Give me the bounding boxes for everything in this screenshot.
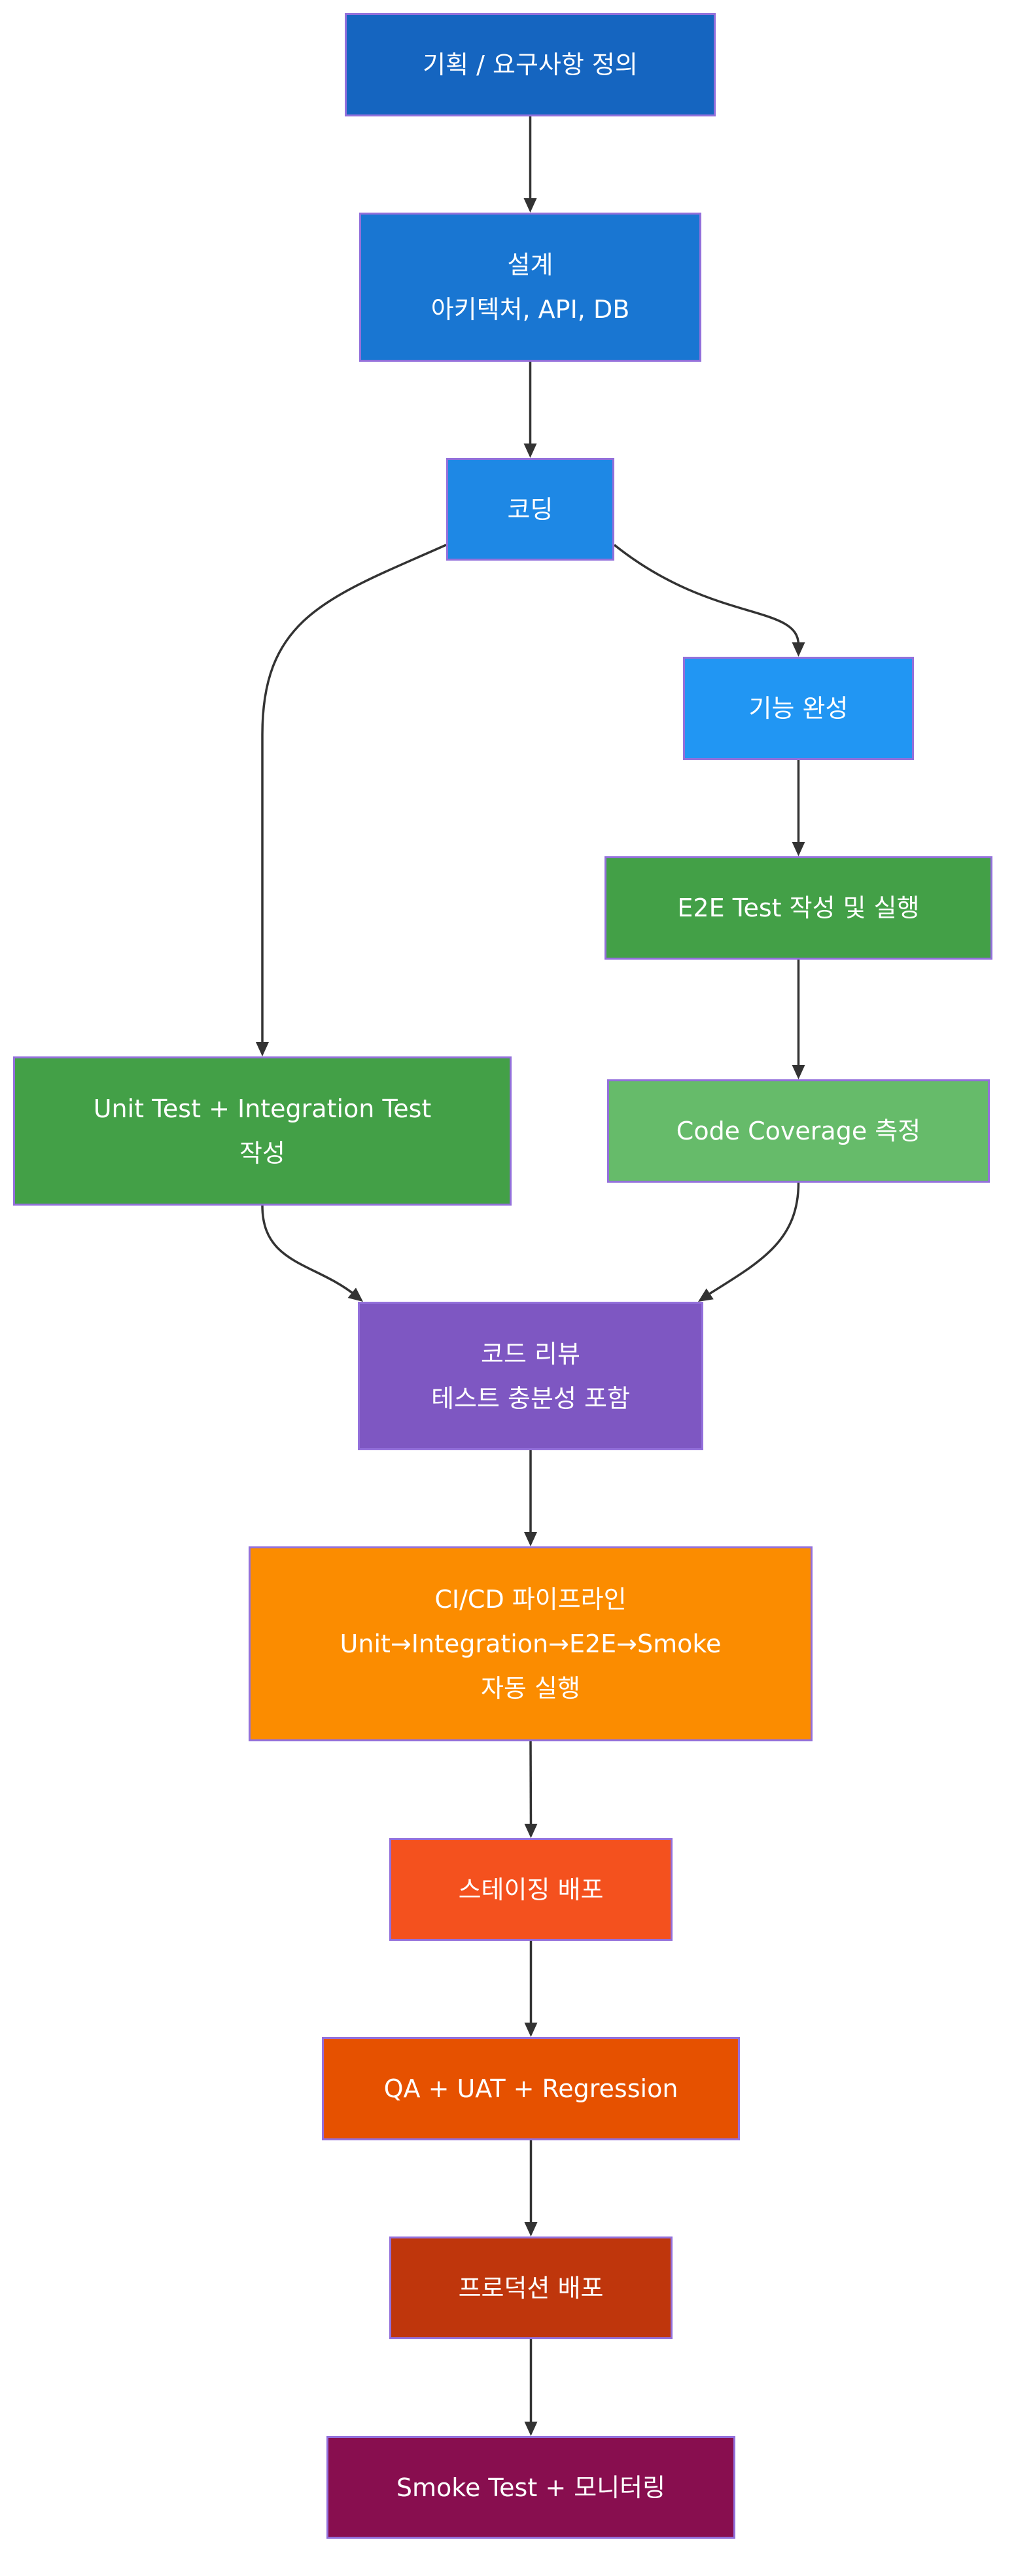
node-plan-requirements: 기획 / 요구사항 정의	[345, 13, 716, 116]
node-label-line: 설계	[507, 251, 553, 279]
node-coding: 코딩	[446, 458, 614, 561]
node-label-line: Unit→Integration→E2E→Smoke	[340, 1629, 722, 1658]
arrowhead-icon	[792, 642, 805, 657]
node-unit-integration-test: Unit Test + Integration Test 작성	[13, 1056, 512, 1206]
arrowhead-icon	[256, 1042, 269, 1056]
node-label-line: 아키텍처, API, DB	[430, 295, 630, 324]
edge-unit-to-review	[261, 1205, 357, 1297]
arrowhead-icon	[524, 2422, 538, 2436]
node-label-line: CI/CD 파이프라인	[434, 1585, 627, 1614]
node-label-line: 기능 완성	[748, 694, 849, 723]
arrowhead-icon	[524, 1532, 537, 1546]
arrowhead-icon	[524, 2023, 538, 2037]
arrowhead-icon	[792, 1065, 805, 1079]
node-label-line: QA + UAT + Regression	[383, 2074, 678, 2103]
node-label-line: Unit Test + Integration Test	[93, 1094, 432, 1123]
node-code-coverage: Code Coverage 측정	[607, 1079, 990, 1183]
node-label-line: 코드 리뷰	[481, 1339, 580, 1368]
node-label-line: Code Coverage 측정	[676, 1117, 921, 1145]
node-label-line: 코딩	[507, 495, 553, 524]
arrowhead-icon	[523, 444, 537, 458]
arrowhead-icon	[792, 842, 805, 856]
node-label-line: 자동 실행	[481, 1674, 580, 1703]
node-qa-uat-regression: QA + UAT + Regression	[322, 2037, 740, 2140]
arrowhead-icon	[698, 1288, 714, 1302]
arrowhead-icon	[523, 198, 537, 213]
node-staging-deploy: 스테이징 배포	[389, 1838, 673, 1941]
node-label-line: 테스트 충분성 포함	[431, 1384, 630, 1413]
node-label-line: 스테이징 배포	[458, 1875, 604, 1904]
edge-coverage-to-review	[707, 1182, 800, 1297]
node-label-line: Smoke Test + 모니터링	[396, 2473, 666, 2502]
node-cicd-pipeline: CI/CD 파이프라인 Unit→Integration→E2E→Smoke 자동 …	[249, 1546, 813, 1741]
node-label-line: 프로덕션 배포	[458, 2273, 604, 2303]
arrowhead-icon	[347, 1287, 363, 1302]
arrowhead-icon	[524, 2222, 538, 2237]
node-e2e-test: E2E Test 작성 및 실행	[604, 856, 992, 960]
node-smoke-test-monitoring: Smoke Test + 모니터링	[326, 2436, 735, 2539]
node-production-deploy: 프로덕션 배포	[389, 2237, 673, 2339]
node-label-line: 기획 / 요구사항 정의	[423, 50, 638, 79]
node-label-line: E2E Test 작성 및 실행	[677, 894, 920, 922]
node-feature-complete: 기능 완성	[683, 657, 914, 760]
edge-coding-to-feature	[613, 544, 800, 646]
edge-coding-to-unit	[261, 544, 447, 1045]
arrowhead-icon	[524, 1824, 538, 1838]
node-label-line: 작성	[239, 1139, 285, 1168]
